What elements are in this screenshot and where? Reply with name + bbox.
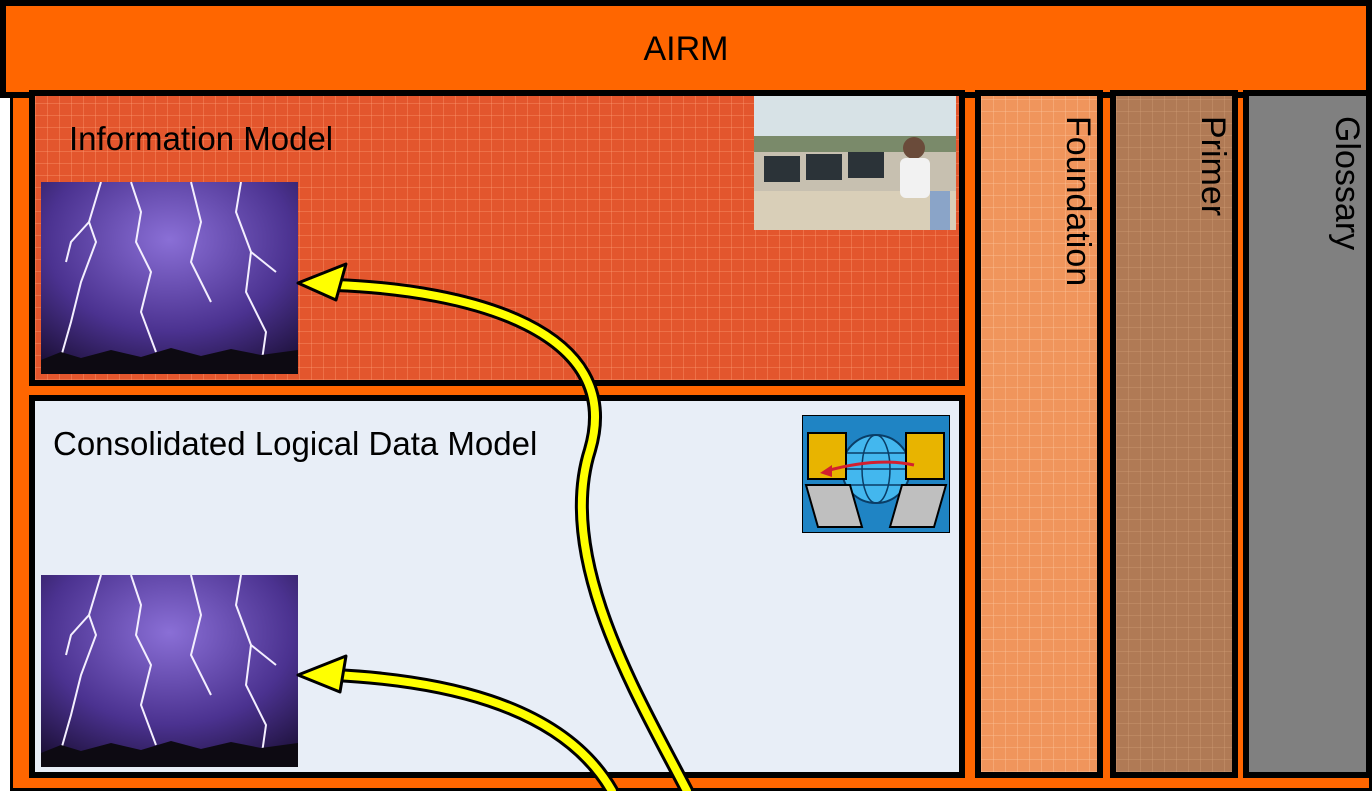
foundation-column: Foundation bbox=[975, 90, 1103, 778]
logical-data-model-panel: Consolidated Logical Data Model bbox=[29, 395, 965, 778]
primer-column: Primer bbox=[1110, 90, 1238, 778]
glossary-label: Glossary bbox=[1328, 116, 1366, 251]
logical-data-model-title: Consolidated Logical Data Model bbox=[53, 425, 538, 462]
glossary-column: Glossary bbox=[1243, 90, 1372, 778]
foundation-label: Foundation bbox=[1059, 116, 1097, 287]
information-model-title: Information Model bbox=[69, 120, 334, 157]
primer-label: Primer bbox=[1194, 116, 1232, 217]
airm-header: AIRM bbox=[0, 0, 1372, 98]
network-exchange-icon bbox=[802, 415, 950, 533]
control-room-photo bbox=[754, 96, 956, 230]
lightning-photo-top bbox=[41, 182, 298, 374]
airm-title: AIRM bbox=[643, 29, 729, 68]
lightning-photo-bottom bbox=[41, 575, 298, 767]
information-model-panel: Information Model bbox=[29, 90, 965, 386]
